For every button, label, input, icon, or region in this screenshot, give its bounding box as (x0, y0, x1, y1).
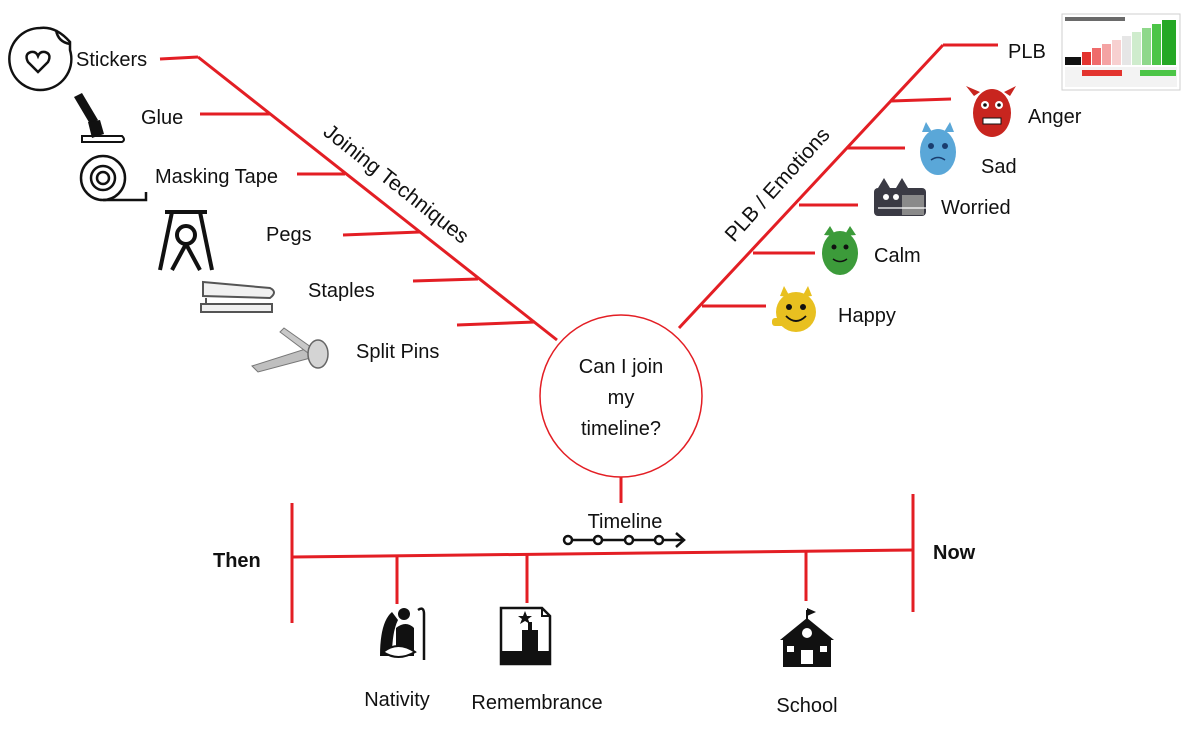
timeline-end-label: Now (933, 542, 976, 564)
remembrance-icon (499, 606, 552, 666)
timeline-axis (291, 548, 915, 559)
timeline-lines (290, 494, 915, 623)
label-sad: Sad (981, 156, 1017, 178)
label-nativity: Nativity (364, 689, 430, 711)
central-question-line-1: Can I join (579, 356, 664, 378)
label-staples: Staples (308, 280, 375, 302)
label-masking-tape: Masking Tape (155, 166, 278, 188)
plb-emotions-branch (677, 43, 998, 330)
timeline-start-label: Then (213, 550, 261, 572)
central-question-line-2: my (608, 387, 635, 409)
joining-techniques-branch (159, 55, 558, 342)
label-remembrance: Remembrance (471, 692, 602, 714)
nativity-icon (380, 607, 426, 660)
label-anger: Anger (1028, 106, 1082, 128)
label-stickers: Stickers (76, 49, 147, 71)
split-pin-icon (251, 327, 329, 373)
branch-line-pegs (342, 230, 421, 237)
stapler-icon (200, 280, 275, 313)
branch-line-anger (890, 97, 952, 103)
joining-techniques-title: Joining Techniques (319, 120, 473, 249)
right-spine-line (677, 43, 945, 330)
timeline-arrow-icon (562, 532, 686, 548)
sticker-icon (8, 26, 73, 92)
left-spine-line (197, 55, 558, 342)
branch-line-staples (412, 277, 479, 283)
branch-line-stickers (159, 55, 199, 61)
tape-roll-icon (79, 154, 148, 202)
label-split-pins: Split Pins (356, 341, 439, 363)
branch-line-split-pins (456, 320, 536, 327)
plb-emotions-title: PLB / Emotions (721, 123, 835, 246)
yellow-monster-icon (772, 286, 816, 332)
plb-tracker-icon (1061, 13, 1181, 91)
central-question-line-3: timeline? (581, 418, 661, 440)
label-plb: PLB (1008, 41, 1046, 63)
label-pegs: Pegs (266, 224, 312, 246)
grey-monster-icon (874, 178, 926, 216)
red-monster-icon (966, 86, 1016, 137)
timeline-title: Timeline (588, 511, 663, 533)
label-calm: Calm (874, 245, 921, 267)
blue-monster-icon (920, 122, 956, 175)
label-happy: Happy (838, 305, 896, 327)
peg-icon (158, 210, 214, 271)
label-school: School (776, 695, 837, 717)
green-monster-icon (822, 226, 858, 275)
label-glue: Glue (141, 107, 183, 129)
glue-brush-icon (74, 93, 125, 143)
label-worried: Worried (941, 197, 1011, 219)
school-icon (780, 608, 834, 667)
